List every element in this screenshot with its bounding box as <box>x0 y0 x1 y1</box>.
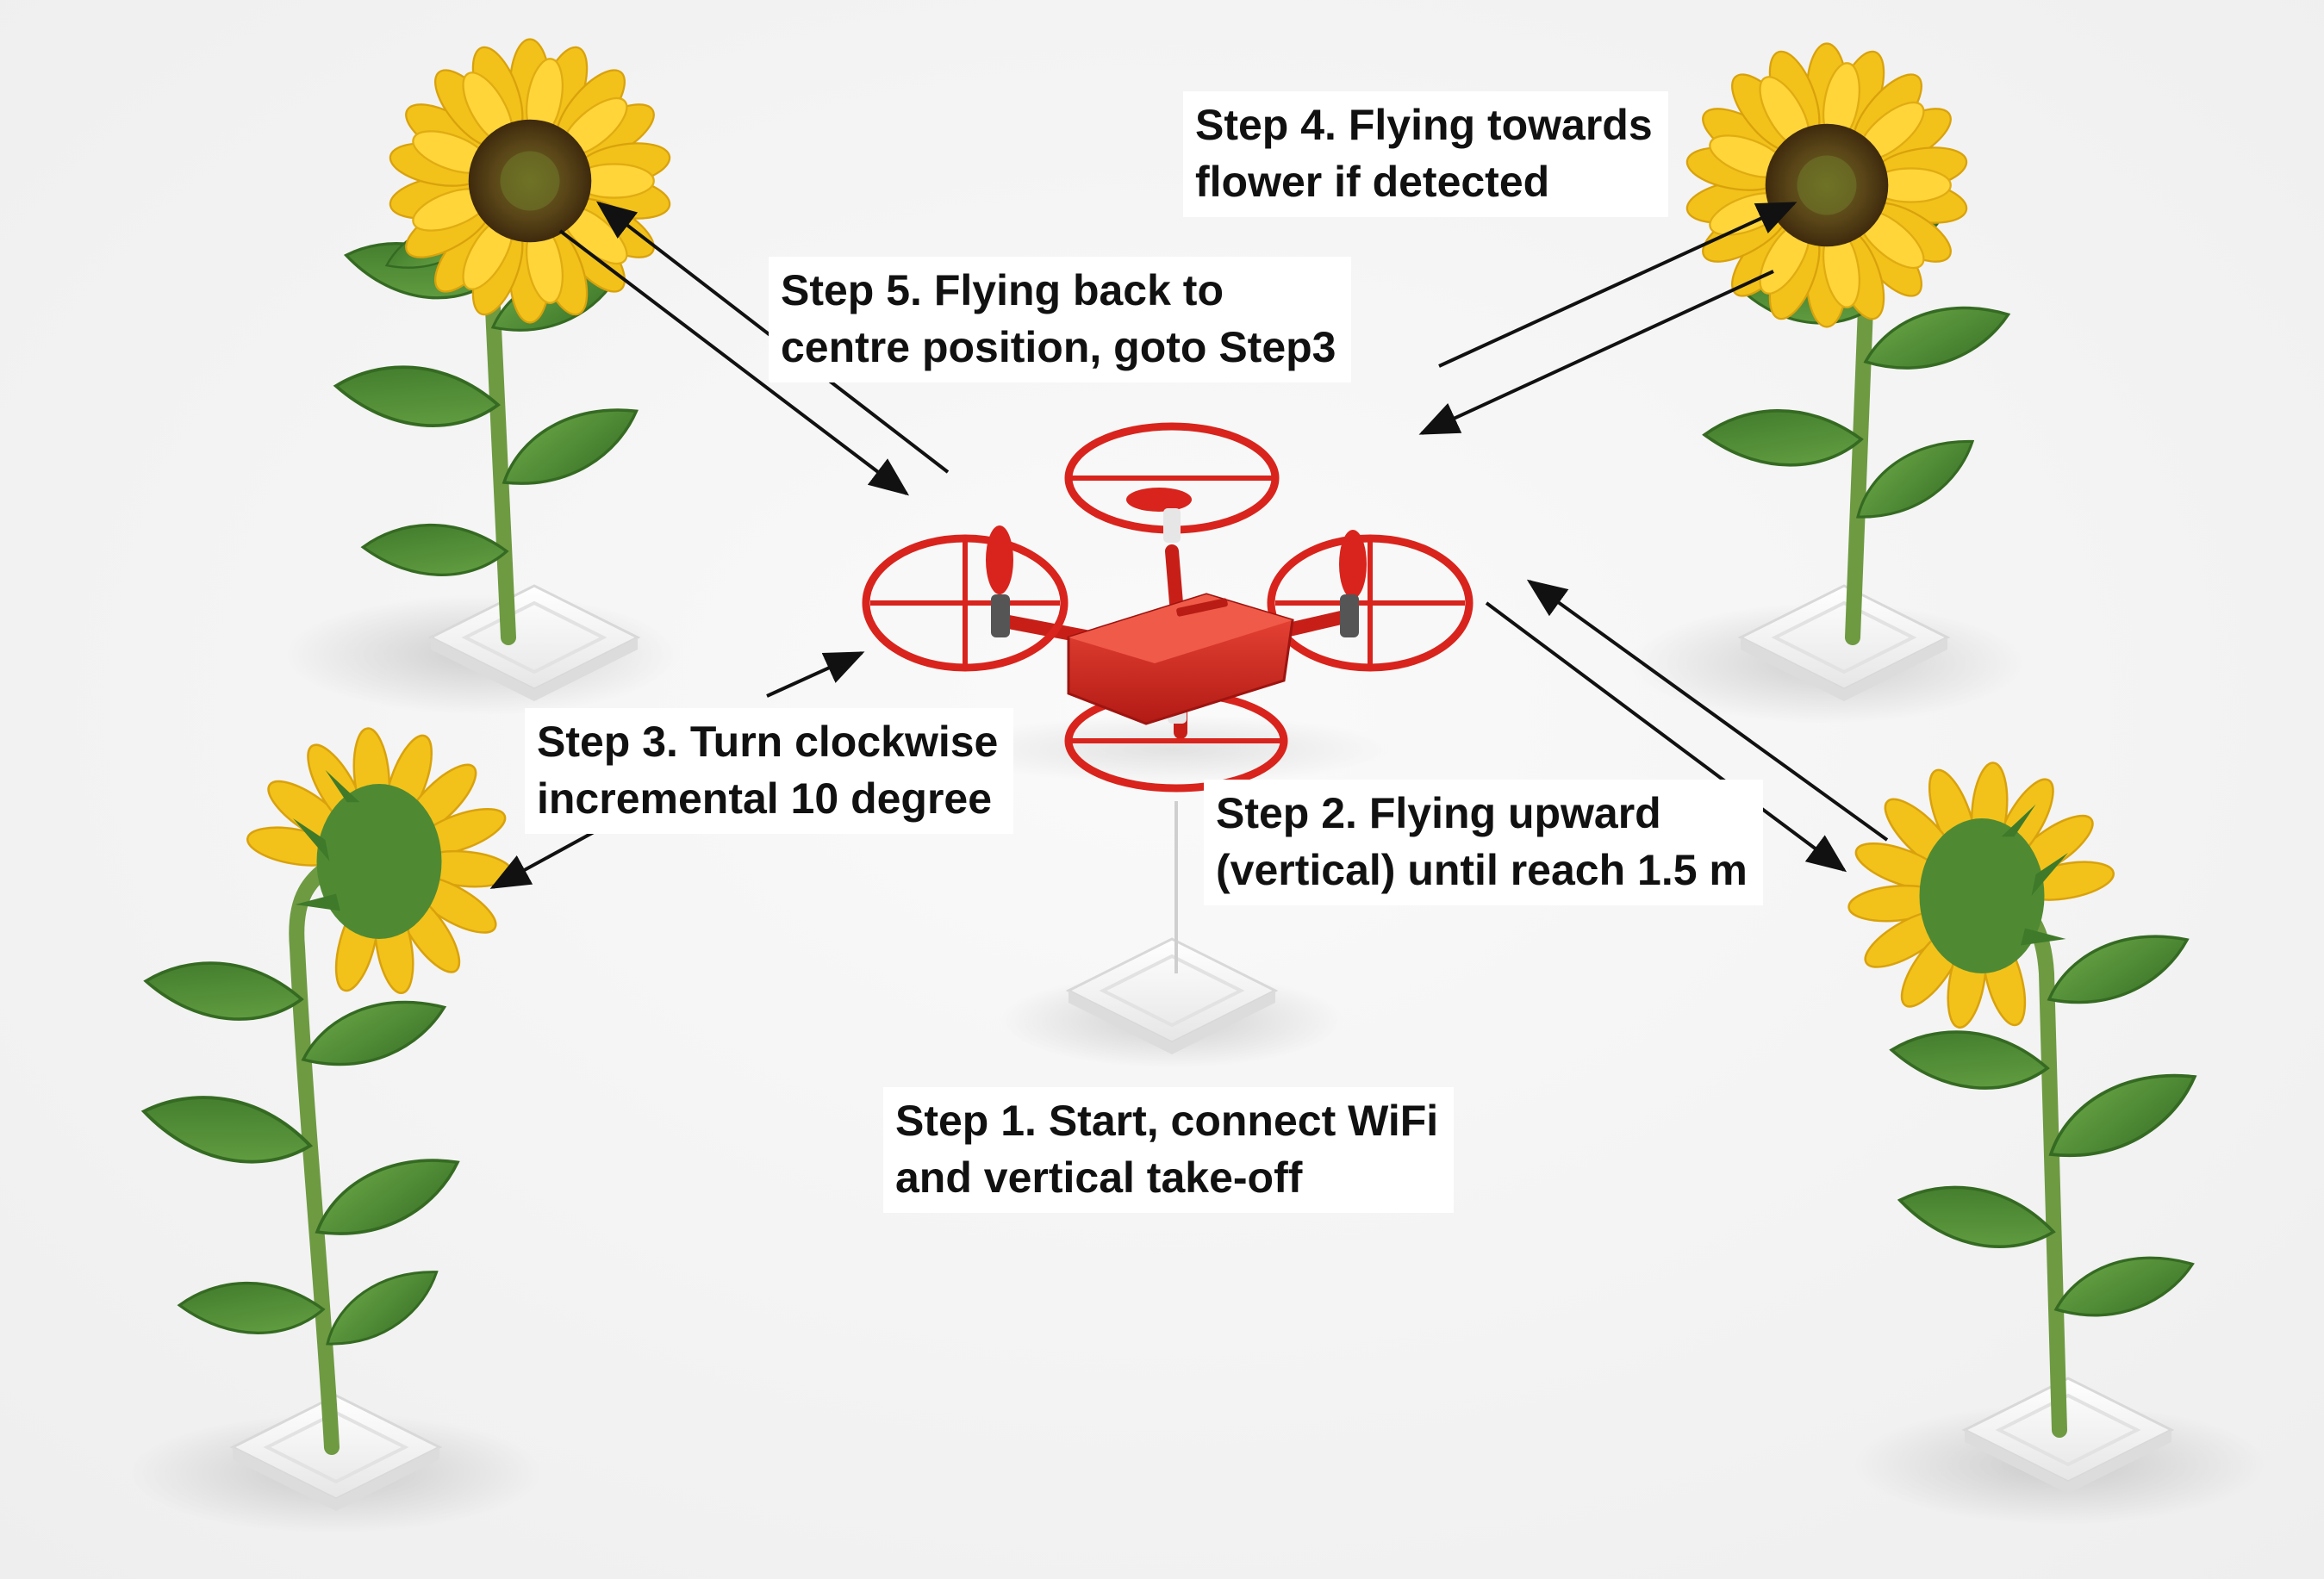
arrow-from-top-right-flower <box>1418 270 1774 435</box>
step-5-line-2: centre position, goto Step3 <box>781 323 1336 371</box>
sunflower-top-right-icon <box>1629 42 2025 724</box>
arrow-turn-up <box>766 651 865 698</box>
step-1-label: Step 1. Start, connect WiFi and vertical… <box>883 1087 1455 1213</box>
arrow-to-top-right-flower <box>1438 202 1798 368</box>
arrow-turn-down <box>489 825 604 889</box>
drone-icon <box>862 422 1474 793</box>
step-3-label: Step 3. Turn clockwise incremental 10 de… <box>525 708 1014 834</box>
step-1-line-1: Step 1. Start, connect WiFi <box>895 1097 1439 1145</box>
takeoff-pad-icon <box>1000 801 1344 1068</box>
arrow-from-bottom-right-flower <box>1526 579 1889 842</box>
sunflower-bottom-left-icon <box>129 725 543 1533</box>
sunflower-bottom-right-icon <box>1846 760 2266 1525</box>
step-5-label: Step 5. Flying back to centre position, … <box>769 257 1352 382</box>
step-2-line-2: (vertical) until reach 1.5 m <box>1216 846 1748 894</box>
step-3-line-1: Step 3. Turn clockwise <box>537 718 999 766</box>
arrow-to-bottom-right-flower <box>1485 601 1847 873</box>
arrow-from-top-left-flower <box>558 229 910 496</box>
step-4-label: Step 4. Flying towards flower if detecte… <box>1183 91 1668 217</box>
sunflower-top-left-icon <box>284 38 681 715</box>
step-4-line-1: Step 4. Flying towards <box>1195 101 1653 149</box>
step-5-line-1: Step 5. Flying back to <box>781 266 1224 314</box>
step-4-line-2: flower if detected <box>1195 158 1550 206</box>
step-1-line-2: and vertical take-off <box>895 1153 1303 1202</box>
step-3-line-2: incremental 10 degree <box>537 774 993 823</box>
step-2-label: Step 2. Flying upward (vertical) until r… <box>1204 780 1763 905</box>
flight-path-arrows <box>489 201 1889 889</box>
step-2-line-1: Step 2. Flying upward <box>1216 789 1661 837</box>
